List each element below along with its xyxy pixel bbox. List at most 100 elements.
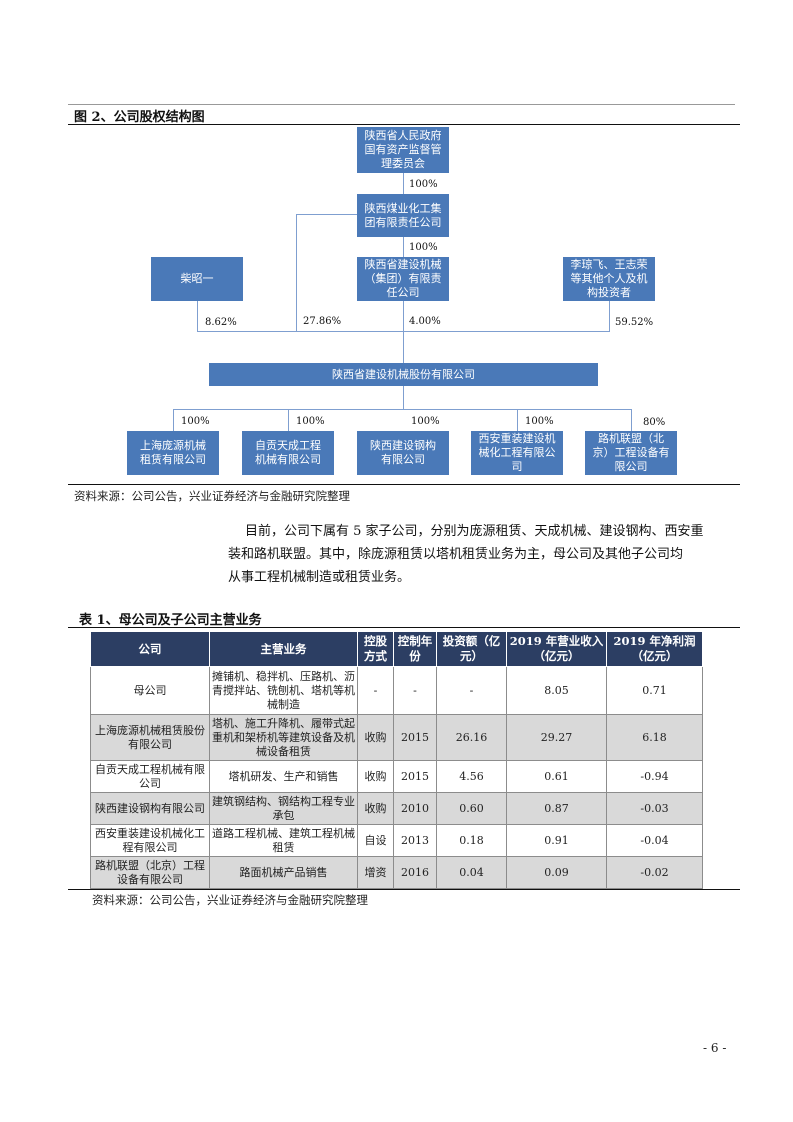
node-sub-luji: 路机联盟（北京）工程设备有限公司 xyxy=(585,431,677,475)
connector xyxy=(631,409,632,431)
node-jianshe-group: 陕西省建设机械（集团）有限责任公司 xyxy=(357,257,449,301)
connector xyxy=(609,301,610,331)
body-line-3: 从事工程机械制造或租赁业务。 xyxy=(228,570,411,585)
table-row: 陕西建设钢构有限公司 建筑钢结构、钢结构工程专业承包 收购 2010 0.60 … xyxy=(90,792,703,825)
table-cell: - xyxy=(393,666,437,715)
table-row: 自贡天成工程机械有限公司 塔机研发、生产和销售 收购 2015 4.56 0.6… xyxy=(90,760,703,793)
node-sasac: 陕西省人民政府国有资产监督管理委员会 xyxy=(357,127,449,173)
col-header: 2019 年净利润（亿元） xyxy=(606,631,703,667)
table-cell: -0.94 xyxy=(606,760,703,793)
node-sub-pangyuan: 上海庞源机械租赁有限公司 xyxy=(127,431,219,475)
node-coal-group: 陕西煤业化工集团有限责任公司 xyxy=(357,194,449,237)
col-header: 控制年份 xyxy=(393,631,437,667)
col-header: 主营业务 xyxy=(209,631,358,667)
pct-sub-gangou: 100% xyxy=(411,416,440,427)
table-cell: 8.05 xyxy=(506,666,607,715)
table-cell: 自设 xyxy=(357,824,394,857)
business-table: 公司 主营业务 控股方式 控制年份 投资额（亿元） 2019 年营业收入（亿元）… xyxy=(90,631,703,889)
pct-chai: 8.62% xyxy=(205,317,237,328)
table-cell: 0.09 xyxy=(506,856,607,889)
connector xyxy=(173,409,174,431)
pct-sub-pangyuan: 100% xyxy=(181,416,210,427)
pct-group-direct: 27.86% xyxy=(303,316,342,327)
table-cell: 收购 xyxy=(357,792,394,825)
pct-sasac-to-group: 100% xyxy=(409,179,438,190)
table-cell: 0.87 xyxy=(506,792,607,825)
node-sub-xian: 西安重装建设机械化工程有限公司 xyxy=(471,431,563,475)
connector xyxy=(403,237,404,257)
table-cell: -0.02 xyxy=(606,856,703,889)
figure-title-rule xyxy=(68,124,740,125)
node-sub-gangou: 陕西建设钢构有限公司 xyxy=(357,431,449,475)
pct-sub-xian: 100% xyxy=(525,416,554,427)
node-sub-tiancheng: 自贡天成工程机械有限公司 xyxy=(242,431,334,475)
page-number: - 6 - xyxy=(703,1041,727,1055)
node-company: 陕西省建设机械股份有限公司 xyxy=(209,363,598,386)
table-cell: 0.71 xyxy=(606,666,703,715)
table-cell: 上海庞源机械租赁股份有限公司 xyxy=(90,714,210,761)
connector xyxy=(517,409,518,431)
connector xyxy=(197,301,198,331)
figure-title: 图 2、公司股权结构图 xyxy=(74,110,205,125)
pct-sub-luji: 80% xyxy=(643,417,666,428)
table-row: 路机联盟（北京）工程设备有限公司 路面机械产品销售 增资 2016 0.04 0… xyxy=(90,856,703,889)
figure-source: 资料来源：公司公告，兴业证券经济与金融研究院整理 xyxy=(74,489,350,503)
figure-bottom-rule xyxy=(68,484,740,485)
table-cell: 道路工程机械、建筑工程机械租赁 xyxy=(209,824,358,857)
table-row: 母公司 摊铺机、稳拌机、压路机、沥青搅拌站、铣刨机、塔机等机械制造 - - - … xyxy=(90,666,703,715)
table-cell: 路面机械产品销售 xyxy=(209,856,358,889)
table-header-row: 公司 主营业务 控股方式 控制年份 投资额（亿元） 2019 年营业收入（亿元）… xyxy=(90,631,703,667)
table-cell: 0.04 xyxy=(436,856,507,889)
table-cell: -0.03 xyxy=(606,792,703,825)
col-header: 2019 年营业收入（亿元） xyxy=(506,631,607,667)
connector xyxy=(403,173,404,194)
table-cell: 0.18 xyxy=(436,824,507,857)
pct-sub-tiancheng: 100% xyxy=(296,416,325,427)
table-cell: -0.04 xyxy=(606,824,703,857)
pct-jianshe: 4.00% xyxy=(409,316,441,327)
pct-group-to-jianshe: 100% xyxy=(409,242,438,253)
connector xyxy=(296,214,357,215)
body-line-2: 装和路机联盟。其中，除庞源租赁以塔机租赁业务为主，母公司及其他子公司均 xyxy=(228,547,684,562)
table-row: 上海庞源机械租赁股份有限公司 塔机、施工升降机、履带式起重机和架桥机等建筑设备及… xyxy=(90,714,703,761)
table-cell: 4.56 xyxy=(436,760,507,793)
table-cell: - xyxy=(436,666,507,715)
table-cell: 26.16 xyxy=(436,714,507,761)
node-other-investors: 李琼飞、王志荣等其他个人及机构投资者 xyxy=(563,257,655,301)
connector xyxy=(296,214,297,331)
connector xyxy=(288,409,289,431)
table-cell: 西安重装建设机械化工程有限公司 xyxy=(90,824,210,857)
table-cell: 母公司 xyxy=(90,666,210,715)
table-cell: 0.61 xyxy=(506,760,607,793)
connector xyxy=(403,301,404,331)
table-cell: 路机联盟（北京）工程设备有限公司 xyxy=(90,856,210,889)
table-cell: 2015 xyxy=(393,760,437,793)
node-chai: 柴昭一 xyxy=(151,257,243,301)
table-cell: 塔机研发、生产和销售 xyxy=(209,760,358,793)
table-source: 资料来源：公司公告，兴业证券经济与金融研究院整理 xyxy=(92,893,368,907)
table-title: 表 1、母公司及子公司主营业务 xyxy=(79,613,262,628)
header-rule xyxy=(68,104,735,105)
connector xyxy=(403,331,404,363)
col-header: 投资额（亿元） xyxy=(436,631,507,667)
table-cell: 2013 xyxy=(393,824,437,857)
table-cell: 2010 xyxy=(393,792,437,825)
table-cell: 0.60 xyxy=(436,792,507,825)
pct-others: 59.52% xyxy=(615,317,654,328)
table-cell: 增资 xyxy=(357,856,394,889)
table-bottom-rule xyxy=(68,889,740,890)
table-cell: 6.18 xyxy=(606,714,703,761)
table-cell: - xyxy=(357,666,394,715)
table-cell: 陕西建设钢构有限公司 xyxy=(90,792,210,825)
table-cell: 建筑钢结构、钢结构工程专业承包 xyxy=(209,792,358,825)
connector xyxy=(403,386,404,409)
table-cell: 收购 xyxy=(357,760,394,793)
table-cell: 29.27 xyxy=(506,714,607,761)
table-cell: 塔机、施工升降机、履带式起重机和架桥机等建筑设备及机械设备租赁 xyxy=(209,714,358,761)
col-header: 公司 xyxy=(90,631,210,667)
table-cell: 2015 xyxy=(393,714,437,761)
table-cell: 自贡天成工程机械有限公司 xyxy=(90,760,210,793)
table-cell: 摊铺机、稳拌机、压路机、沥青搅拌站、铣刨机、塔机等机械制造 xyxy=(209,666,358,715)
table-cell: 收购 xyxy=(357,714,394,761)
body-line-1: 目前，公司下属有 5 家子公司，分别为庞源租赁、天成机械、建设钢构、西安重 xyxy=(245,524,704,539)
